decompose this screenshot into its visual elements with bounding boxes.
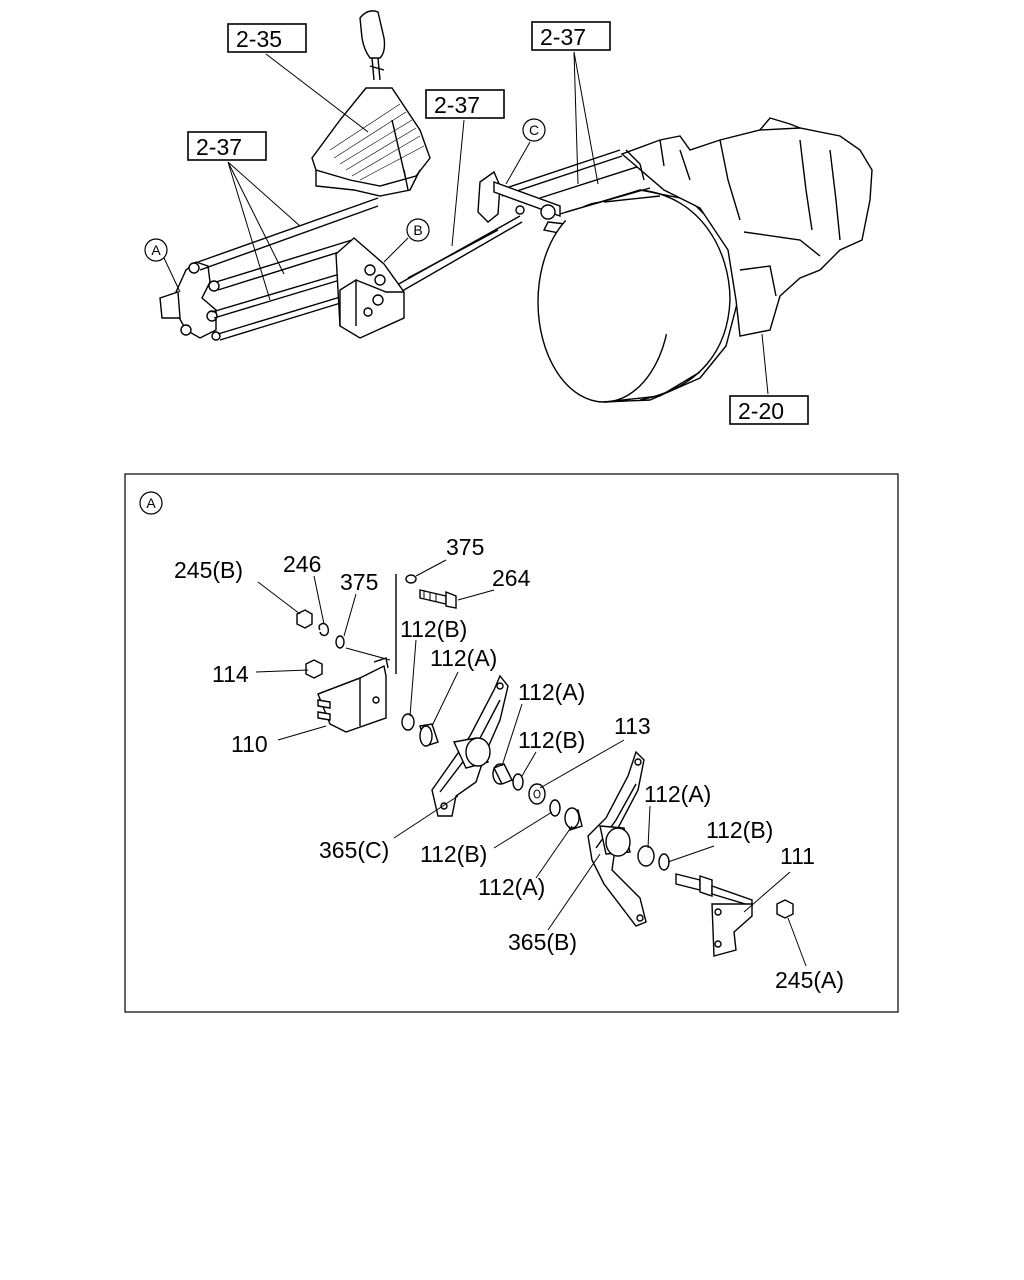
label-365c: 365(C): [319, 837, 389, 863]
middle-bracket: [335, 237, 405, 339]
nut-245b: [296, 609, 313, 629]
svg-text:2-37: 2-37: [540, 24, 586, 50]
detail-frame: [124, 473, 899, 1013]
detail-marker-A: A: [139, 491, 163, 515]
svg-text:A: A: [146, 495, 156, 511]
label-375-top: 375: [446, 534, 484, 560]
label-245b: 245(B): [174, 557, 243, 583]
transmission: [537, 117, 873, 403]
label-112b-1: 112(B): [400, 616, 467, 642]
label-112a-2: 112(A): [518, 679, 585, 705]
label-375-left: 375: [340, 569, 378, 595]
callout-C: C: [522, 118, 546, 142]
label-264: 264: [492, 565, 531, 591]
ref-box-2-37-middle: 2-37: [425, 89, 505, 119]
label-112a-3: 112(A): [478, 874, 545, 900]
label-112a-1: 112(A): [430, 645, 497, 671]
ref-box-2-37-top-right: 2-37: [531, 21, 611, 51]
label-245a: 245(A): [775, 967, 844, 993]
ref-box-2-37-left: 2-37: [187, 131, 267, 161]
svg-text:2-35: 2-35: [236, 26, 282, 52]
ref-box-2-20: 2-20: [729, 395, 809, 425]
part-labels: 245(B) 246 375 375 264 112(B) 112(A) 114…: [174, 534, 844, 993]
svg-text:2-20: 2-20: [738, 398, 784, 424]
label-113: 113: [614, 713, 651, 739]
shift-lever: [311, 10, 431, 197]
ref-box-2-35: 2-35: [227, 23, 307, 53]
detail-drawing: [296, 574, 794, 957]
svg-text:2-37: 2-37: [196, 134, 242, 160]
svg-text:B: B: [413, 222, 422, 238]
label-112b-4: 112(B): [706, 817, 773, 843]
callout-A: A: [144, 238, 168, 262]
overview-drawing: 2-35 2-37 2-37 2-37 2-20 A: [144, 10, 873, 425]
left-bracket-assembly: [159, 261, 221, 341]
leader-lines: [255, 559, 807, 967]
callout-B: B: [406, 218, 430, 242]
label-112b-2: 112(B): [518, 727, 585, 753]
svg-text:A: A: [151, 242, 161, 258]
label-114: 114: [212, 661, 249, 687]
label-112b-3: 112(B): [420, 841, 487, 867]
label-110: 110: [231, 731, 268, 757]
svg-text:2-37: 2-37: [434, 92, 480, 118]
label-246: 246: [283, 551, 321, 577]
label-365b: 365(B): [508, 929, 577, 955]
svg-text:C: C: [529, 122, 539, 138]
label-111: 111: [780, 843, 815, 869]
linkage-rods: [197, 149, 641, 341]
label-112a-4: 112(A): [644, 781, 711, 807]
clip-246: [318, 622, 330, 637]
